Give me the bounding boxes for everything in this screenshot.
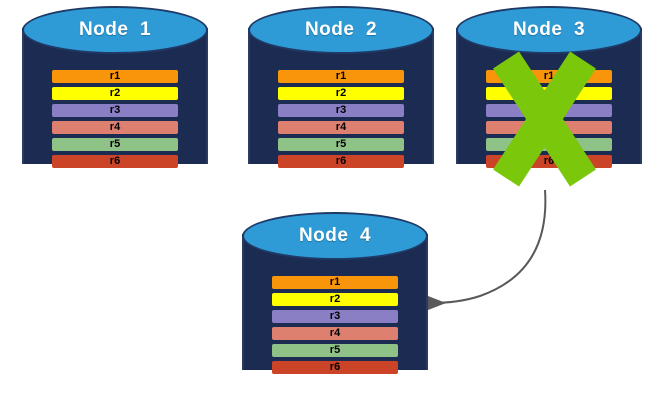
cylinder-top [248, 6, 434, 54]
node-cylinder-4[interactable]: Node 4 r1 r2 r3 r4 r5 r6 [242, 212, 428, 392]
node-title: Node 1 [78, 19, 152, 40]
record-row[interactable]: r6 [278, 155, 404, 168]
record-row[interactable]: r5 [272, 344, 398, 357]
record-row[interactable]: r1 [272, 276, 398, 289]
record-row[interactable]: r3 [278, 104, 404, 117]
record-row[interactable]: r6 [272, 361, 398, 374]
node-title: Node 2 [304, 19, 378, 40]
record-row-list: r1 r2 r3 r4 r5 r6 [278, 70, 404, 168]
record-row[interactable]: r4 [272, 327, 398, 340]
node-cylinder-1[interactable]: Node 1 r1 r2 r3 r4 r5 r6 [22, 6, 208, 186]
cylinder-top [22, 6, 208, 54]
record-row[interactable]: r2 [486, 87, 612, 100]
record-row[interactable]: r4 [486, 121, 612, 134]
record-row[interactable]: r2 [52, 87, 178, 100]
record-row[interactable]: r5 [278, 138, 404, 151]
record-row[interactable]: r2 [278, 87, 404, 100]
record-row-list: r1 r2 r3 r4 r5 r6 [486, 70, 612, 168]
node-title: Node 4 [298, 225, 372, 246]
record-row[interactable]: r5 [52, 138, 178, 151]
node-title: Node 3 [512, 19, 586, 40]
cylinder-top [242, 212, 428, 260]
record-row[interactable]: r1 [278, 70, 404, 83]
record-row-list: r1 r2 r3 r4 r5 r6 [52, 70, 178, 168]
record-row[interactable]: r3 [486, 104, 612, 117]
record-row[interactable]: r6 [486, 155, 612, 168]
record-row[interactable]: r2 [272, 293, 398, 306]
record-row[interactable]: r6 [52, 155, 178, 168]
record-row[interactable]: r3 [52, 104, 178, 117]
record-row[interactable]: r1 [486, 70, 612, 83]
record-row-list: r1 r2 r3 r4 r5 r6 [272, 276, 398, 374]
record-row[interactable]: r5 [486, 138, 612, 151]
record-row[interactable]: r4 [278, 121, 404, 134]
record-row[interactable]: r1 [52, 70, 178, 83]
record-row[interactable]: r4 [52, 121, 178, 134]
node-cylinder-3[interactable]: Node 3 r1 r2 r3 r4 r5 r6 [456, 6, 642, 186]
record-row[interactable]: r3 [272, 310, 398, 323]
node-cylinder-2[interactable]: Node 2 r1 r2 r3 r4 r5 r6 [248, 6, 434, 186]
